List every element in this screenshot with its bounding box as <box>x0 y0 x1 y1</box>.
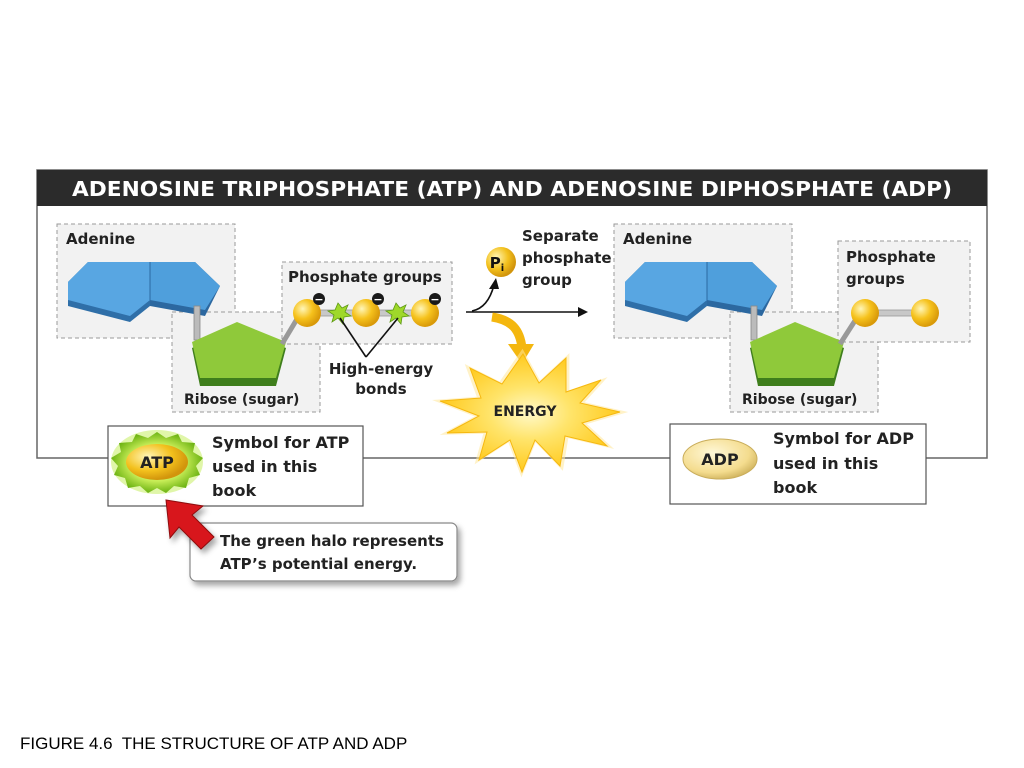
red-pointer-arrow-icon <box>165 499 215 550</box>
adp-adenine-label: Adenine <box>623 230 692 248</box>
energy-label: ENERGY <box>494 404 558 420</box>
high-energy-bond-2 <box>384 302 411 325</box>
atp-symbol-line1: Symbol for ATP <box>212 433 350 452</box>
negative-charge-icon-3 <box>429 293 441 305</box>
atp-ribose-label: Ribose (sugar) <box>184 392 299 408</box>
separate-label-line3: group <box>522 271 572 289</box>
charge-symbol-1: − <box>314 293 323 306</box>
atp-adenine-shape <box>68 262 220 322</box>
atp-ribose-shape <box>192 322 286 386</box>
adp-adenine-ribose-link <box>750 305 758 341</box>
separate-label-line2: phosphate <box>522 249 612 267</box>
atp-symbol-badge <box>111 430 203 494</box>
pi-release-arrowhead <box>489 278 499 289</box>
high-energy-label-line2: bonds <box>355 380 406 398</box>
adp-phosphate-1 <box>851 299 879 327</box>
energy-burst <box>432 348 629 478</box>
atp-badge-label: ATP <box>140 453 174 472</box>
atp-phosphate-1 <box>293 299 321 327</box>
note-line1: The green halo represents <box>220 532 444 550</box>
adp-symbol-line1: Symbol for ADP <box>773 429 914 448</box>
negative-charge-icon-2 <box>372 293 384 305</box>
adp-ribose-shape <box>750 322 844 386</box>
charge-symbol-3: − <box>430 293 439 306</box>
adp-phosphate-chain <box>851 299 939 327</box>
charge-symbol-2: − <box>373 293 382 306</box>
adp-adenine-shape <box>625 262 777 322</box>
adp-ribose-label: Ribose (sugar) <box>742 392 857 408</box>
adp-symbol-badge <box>682 438 758 480</box>
figure-title: ADENOSINE TRIPHOSPHATE (ATP) AND ADENOSI… <box>72 177 952 201</box>
header-bar <box>37 170 987 206</box>
pi-phosphate-ball <box>486 247 516 277</box>
separate-label-line1: Separate <box>522 227 599 245</box>
adp-symbol-line3: book <box>773 478 817 497</box>
note-box <box>189 522 458 582</box>
atp-symbol-line3: book <box>212 481 256 500</box>
negative-charge-icon-1 <box>313 293 325 305</box>
adp-phosphate-label-line2: groups <box>846 270 905 288</box>
atp-adenine-label: Adenine <box>66 230 135 248</box>
high-energy-label-line1: High-energy <box>329 360 433 378</box>
adp-phosphate-label-line1: Phosphate <box>846 248 936 266</box>
atp-phosphate-2 <box>352 299 380 327</box>
atp-phosphate-3 <box>411 299 439 327</box>
pi-symbol: Pi <box>490 254 504 274</box>
high-energy-bond-1 <box>326 302 353 325</box>
atp-phosphate-label: Phosphate groups <box>288 268 442 286</box>
adp-phosphate-2 <box>911 299 939 327</box>
high-energy-pointers <box>339 317 399 358</box>
reaction-arrowhead <box>578 307 588 317</box>
adp-badge-label: ADP <box>701 450 739 469</box>
adp-symbol-line2: used in this <box>773 454 878 473</box>
atp-adenine-ribose-link <box>193 305 201 341</box>
atp-symbol-line2: used in this <box>212 457 317 476</box>
atp-phosphate-chain: − − − <box>293 293 441 327</box>
energy-release-arrow <box>491 312 527 349</box>
figure-caption: FIGURE 4.6 THE STRUCTURE OF ATP AND ADP <box>20 734 408 753</box>
note-line2: ATP’s potential energy. <box>220 555 417 573</box>
